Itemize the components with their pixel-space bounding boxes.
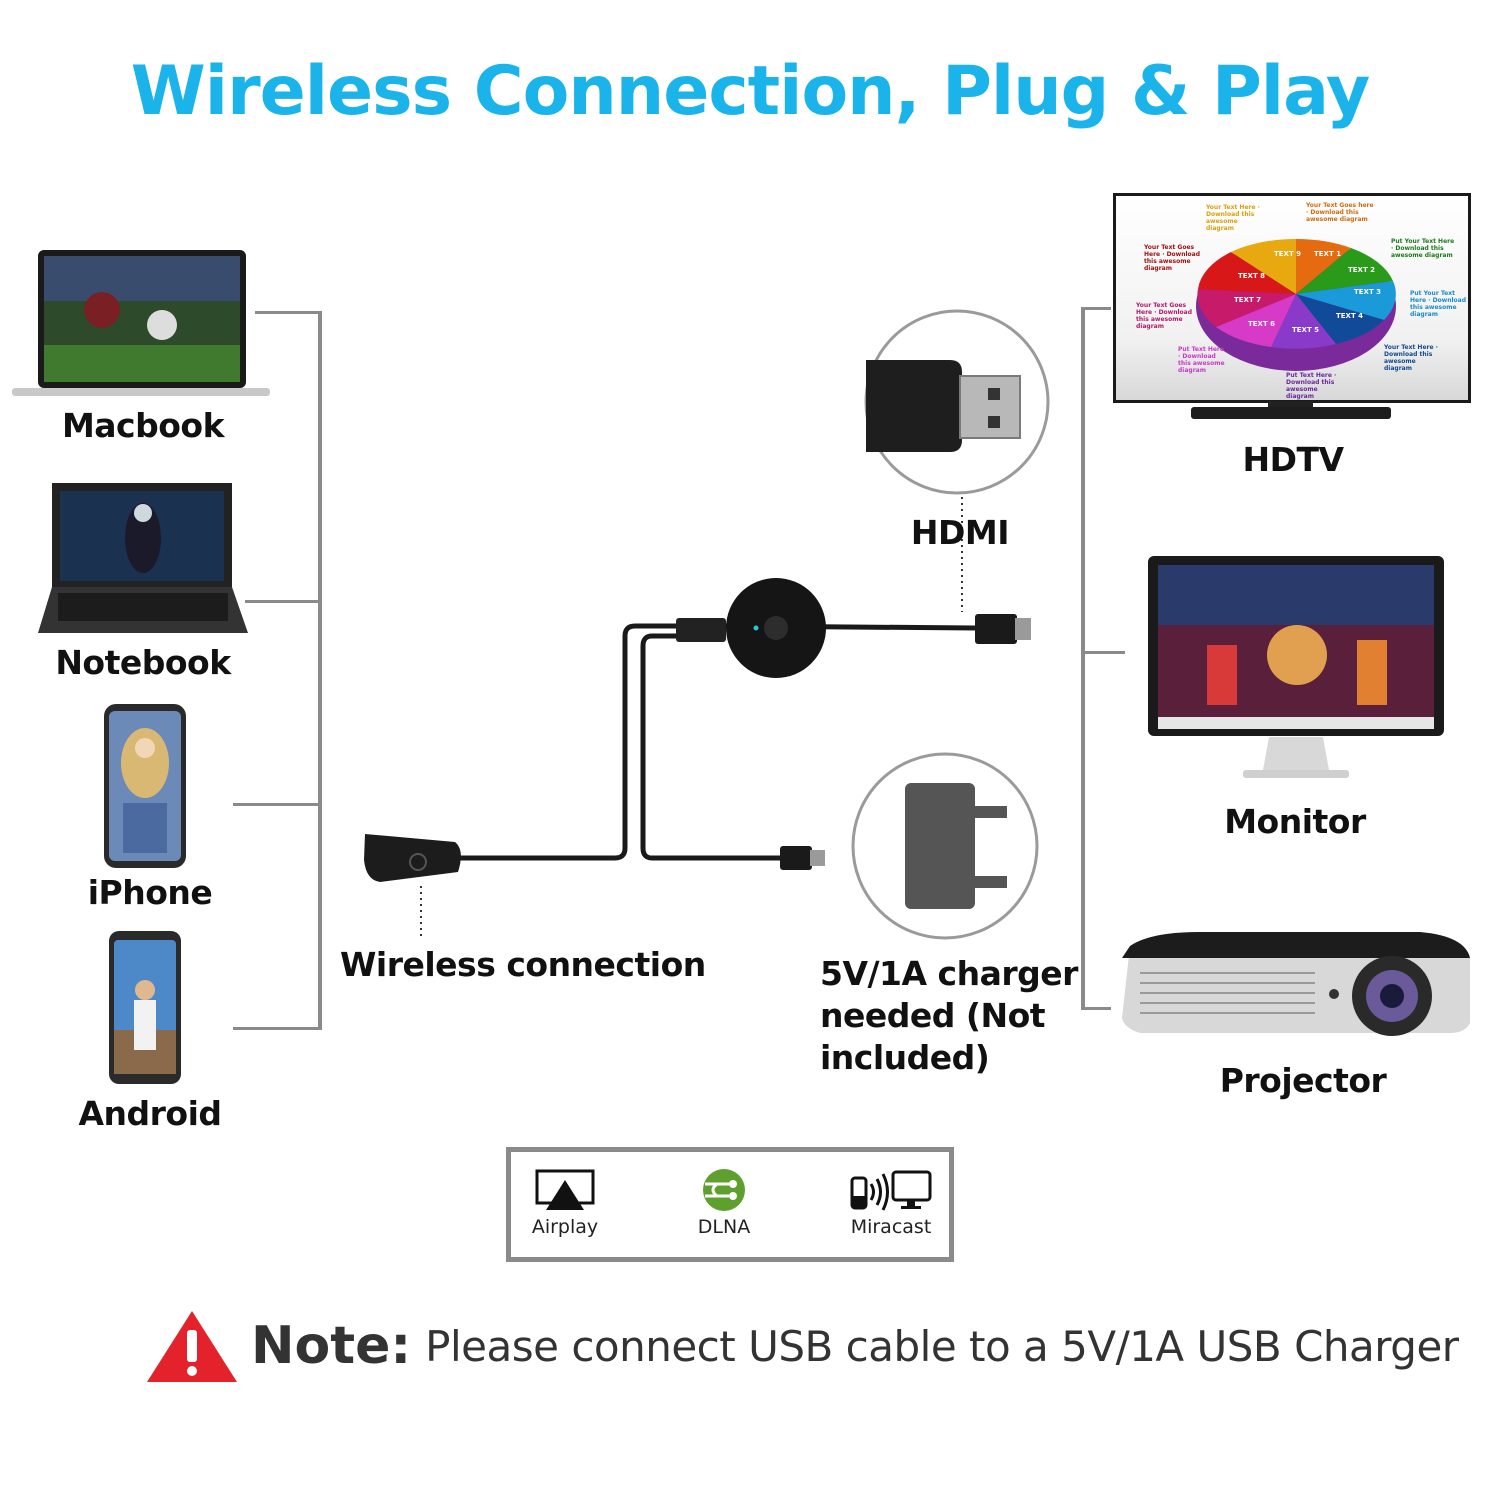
source-label-android: Android xyxy=(78,1094,222,1133)
pie-label: TEXT 4 xyxy=(1336,312,1363,320)
miracast-icon xyxy=(850,1170,932,1211)
note-heading: Note: xyxy=(251,1316,412,1376)
screen-note: Put Text Here · Download this awesome di… xyxy=(1286,372,1337,400)
protocol-dlna: DLNA xyxy=(654,1168,794,1238)
laptop-icon xyxy=(12,250,270,396)
screen-note: Your Text Here · Download this awesome d… xyxy=(1384,344,1438,372)
source-label-iphone: iPhone xyxy=(87,873,213,912)
screen-note: Your Text Goes Here · Download this awes… xyxy=(1136,302,1193,330)
pie-label: TEXT 1 xyxy=(1314,250,1341,258)
cable-connector xyxy=(676,618,726,642)
pie-label: TEXT 9 xyxy=(1274,250,1301,258)
airplay-icon xyxy=(535,1169,595,1210)
pie-label: TEXT 5 xyxy=(1292,326,1319,334)
screen-note: Your Text Goes Here · Download this awes… xyxy=(1144,244,1201,272)
monitor-icon xyxy=(1148,556,1444,778)
wireless-icon xyxy=(409,853,427,871)
hdmi-label: HDMI xyxy=(910,513,1010,552)
source-label-notebook: Notebook xyxy=(55,643,231,682)
protocol-box: Airplay DLNA Miracast xyxy=(506,1147,954,1262)
pie-label: TEXT 6 xyxy=(1248,320,1275,328)
display-label-hdtv: HDTV xyxy=(1242,440,1344,479)
protocol-label: Miracast xyxy=(850,1216,932,1238)
charger-label: 5V/1A charger needed (Not included) xyxy=(820,953,1078,1079)
source-label-macbook: Macbook xyxy=(61,406,225,445)
charger-label-line: 5V/1A charger xyxy=(820,954,1078,993)
hdmi-plug xyxy=(975,614,1017,644)
pie-chart-image: TEXT 1 TEXT 2 TEXT 3 TEXT 4 TEXT 5 TEXT … xyxy=(1196,238,1396,371)
charger-label-line: needed (Not xyxy=(820,996,1046,1035)
display-label-monitor: Monitor xyxy=(1224,802,1366,841)
wireless-receiver xyxy=(364,834,461,882)
notebook-icon xyxy=(38,483,248,633)
protocol-miracast: Miracast xyxy=(821,1168,961,1238)
hdmi-connector-icon xyxy=(866,360,962,452)
phone-icon xyxy=(109,931,181,1084)
led-indicator xyxy=(753,625,759,631)
charger-label-line: included) xyxy=(820,1038,990,1077)
pie-label: TEXT 8 xyxy=(1238,272,1265,280)
tv-icon: TEXT 1 TEXT 2 TEXT 3 TEXT 4 TEXT 5 TEXT … xyxy=(1113,193,1471,427)
note-banner: Note: Please connect USB cable to a 5V/1… xyxy=(145,1308,1459,1384)
pie-label: TEXT 3 xyxy=(1354,288,1381,296)
pie-label: TEXT 7 xyxy=(1234,296,1261,304)
protocol-label: Airplay xyxy=(531,1216,599,1238)
usb-plug xyxy=(780,846,812,870)
screen-note: Put Your Text Here · Download this aweso… xyxy=(1391,238,1455,259)
charger-icon xyxy=(905,783,975,909)
page-title: Wireless Connection, Plug & Play xyxy=(130,52,1370,131)
wireless-connection-label: Wireless connection xyxy=(340,945,706,984)
screen-note: Your Text Goes here · Download this awes… xyxy=(1306,202,1374,223)
projector-icon xyxy=(1122,932,1470,1036)
note-text: Please connect USB cable to a 5V/1A USB … xyxy=(425,1321,1459,1371)
dlna-icon xyxy=(703,1169,745,1211)
screen-note: Put Your Text Here · Download this aweso… xyxy=(1410,290,1467,318)
screen-note: Put Text Here · Download this awesome di… xyxy=(1178,346,1225,374)
pie-label: TEXT 2 xyxy=(1348,266,1375,274)
warning-icon xyxy=(147,1311,237,1382)
protocol-label: DLNA xyxy=(697,1216,751,1238)
tv-screen: TEXT 1 TEXT 2 TEXT 3 TEXT 4 TEXT 5 TEXT … xyxy=(1113,193,1471,403)
screen-note: Your Text Here · Download this awesome d… xyxy=(1206,204,1260,232)
protocol-airplay: Airplay xyxy=(495,1168,635,1238)
phone-icon xyxy=(104,704,186,868)
display-label-projector: Projector xyxy=(1219,1061,1387,1100)
